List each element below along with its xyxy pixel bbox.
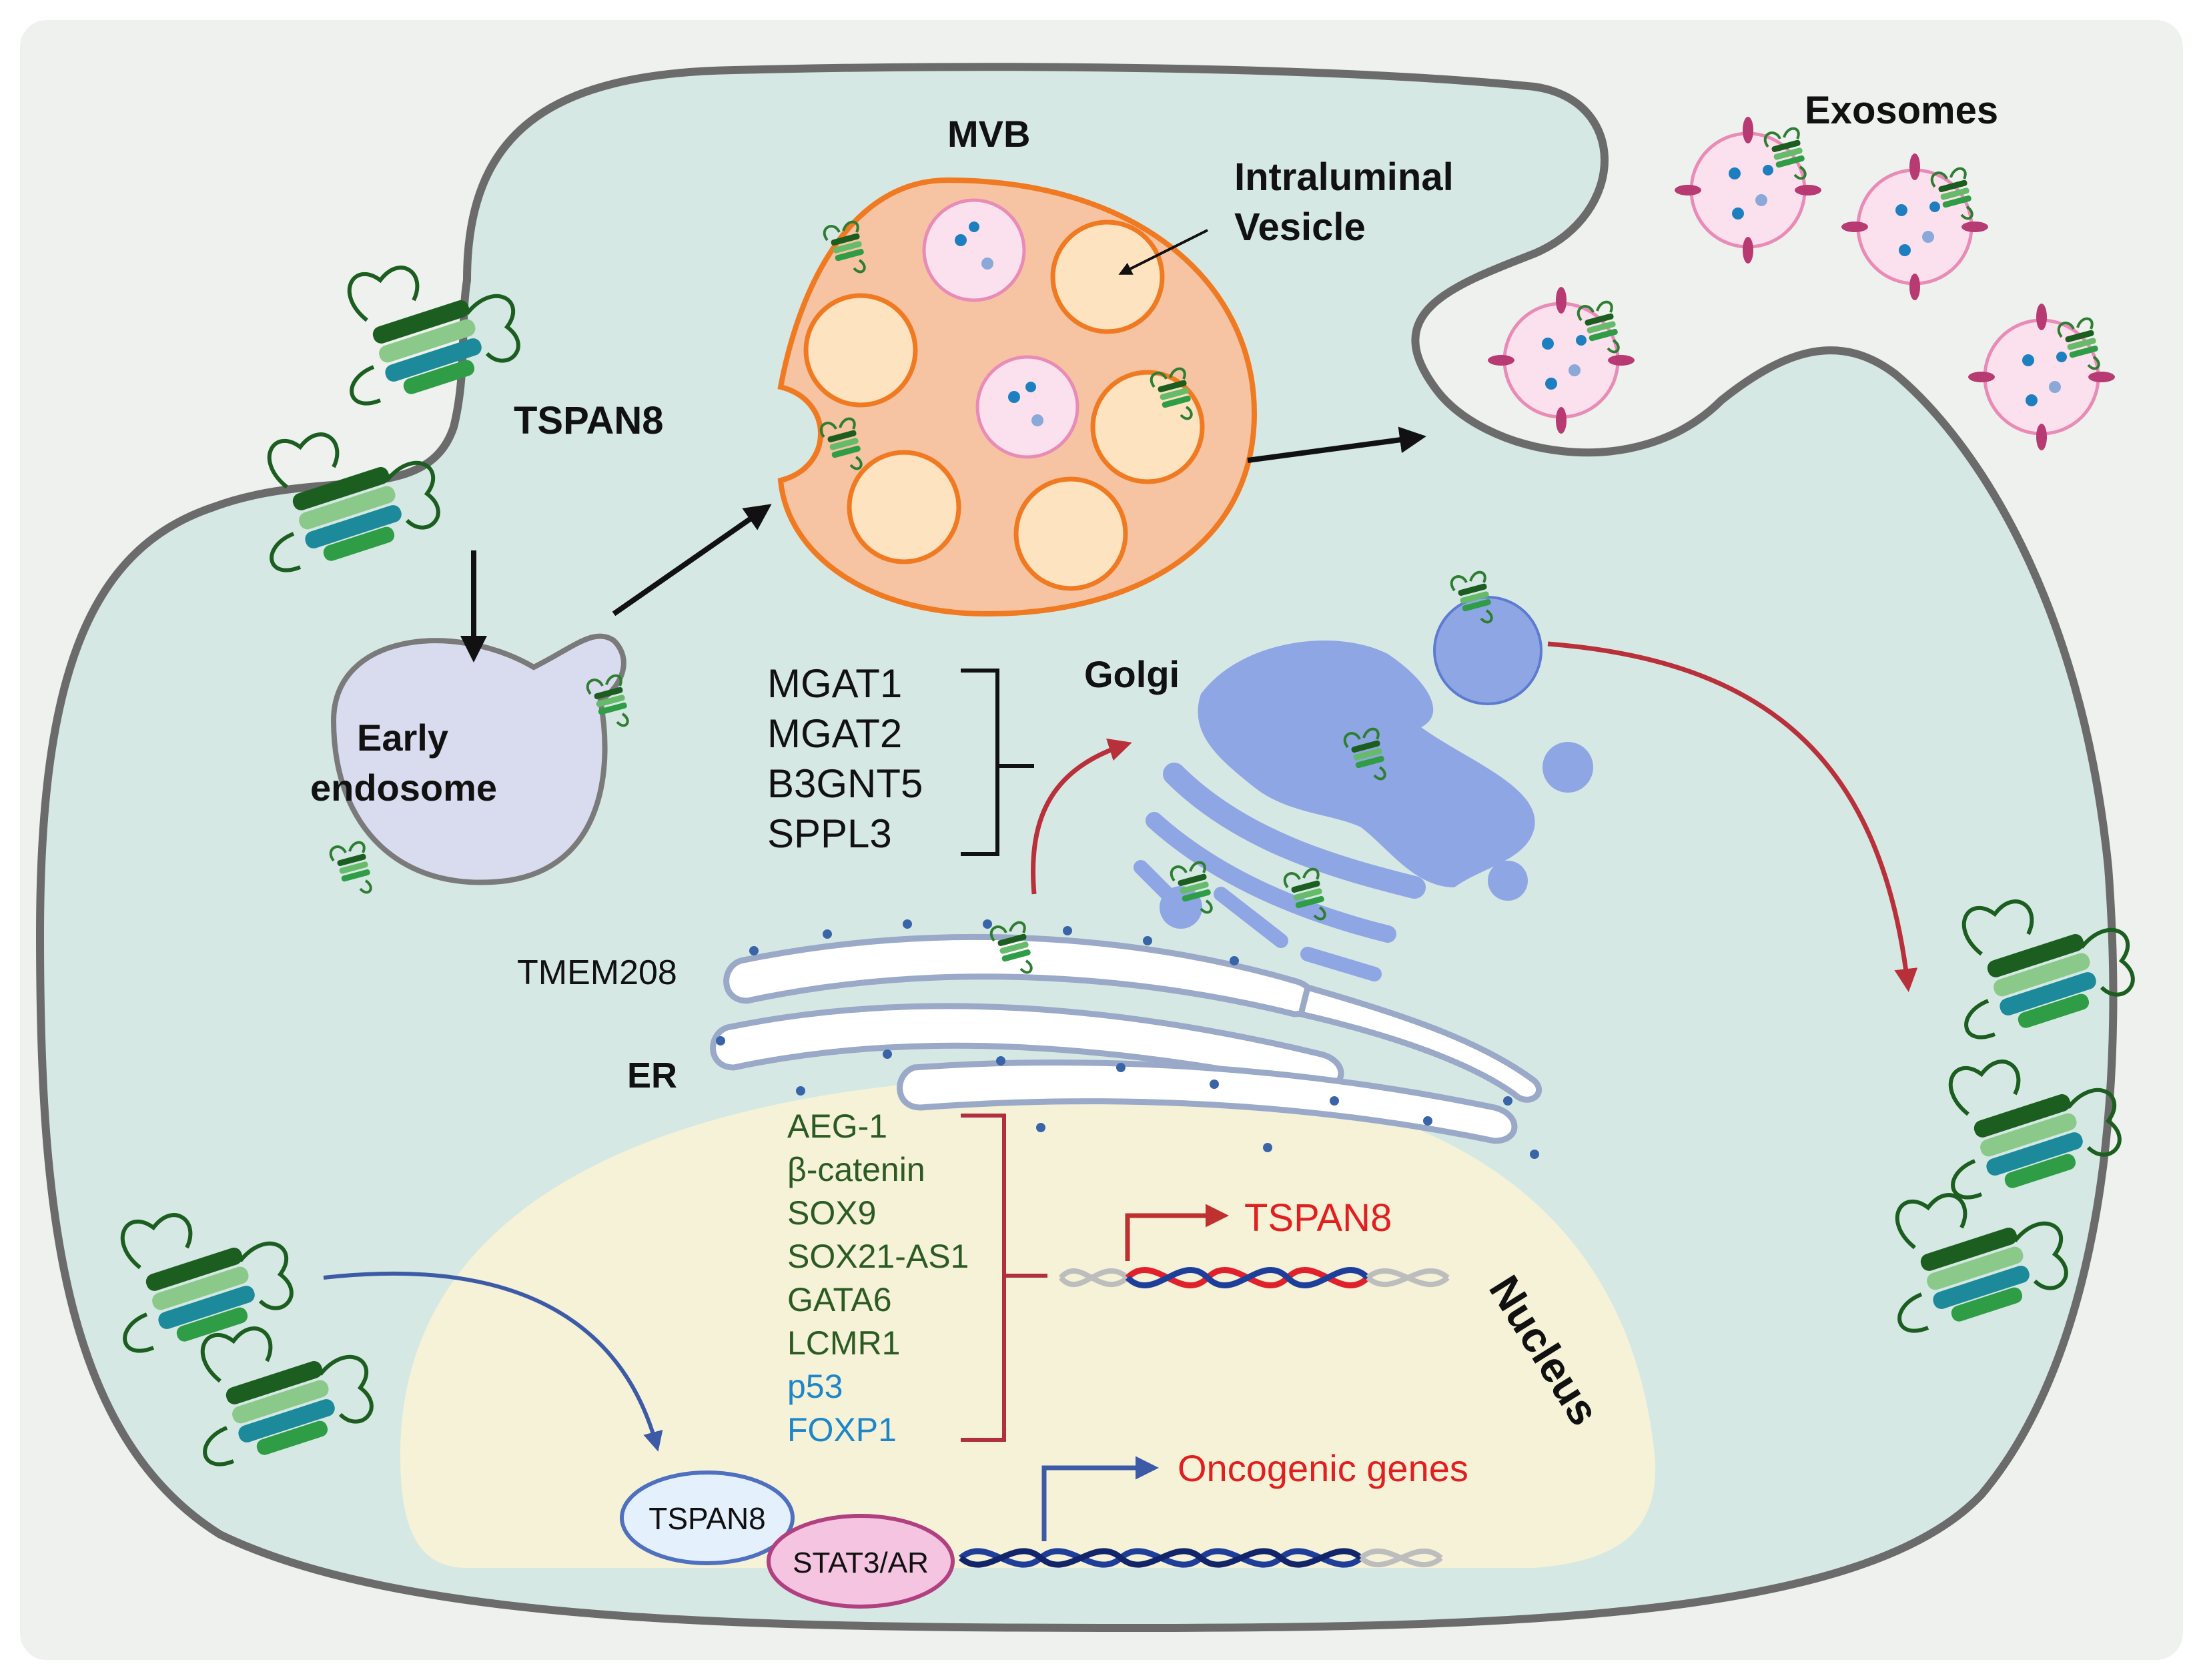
arrow-to-nuclear-tspan8 xyxy=(323,1271,663,1452)
endoplasmic-reticulum xyxy=(710,933,1542,1144)
intraluminal-vesicle xyxy=(803,293,918,408)
label-tspan8-nuclear: TSPAN8 xyxy=(648,1501,766,1536)
exosome xyxy=(1968,304,2115,450)
regulator-item: SOX9 xyxy=(787,1194,876,1232)
label-stat3-ar: STAT3/AR xyxy=(793,1547,929,1579)
er-ribosomes xyxy=(716,919,1539,1159)
glycosylation-list: MGAT1 MGAT2 B3GNT5 SPPL3 xyxy=(767,661,923,856)
regulator-list: AEG-1 β-catenin SOX9 SOX21-AS1 GATA6 LCM… xyxy=(787,1108,969,1448)
label-early-2: endosome xyxy=(310,767,497,809)
regulator-item: p53 xyxy=(787,1368,843,1405)
regulator-item: GATA6 xyxy=(787,1281,892,1318)
exosomes-group xyxy=(1488,117,2115,450)
exosome xyxy=(1488,287,1635,434)
tspan8-gene-dna xyxy=(1058,1204,1450,1289)
regulator-item: SOX21-AS1 xyxy=(787,1238,969,1275)
bracket-regulators xyxy=(961,1114,1047,1442)
glyco-item: B3GNT5 xyxy=(767,761,923,806)
glyco-item: MGAT1 xyxy=(767,661,902,706)
arrow-er-to-golgi xyxy=(1031,738,1132,895)
label-tspan8-membrane: TSPAN8 xyxy=(514,399,664,442)
golgi xyxy=(1134,570,1593,981)
label-early-1: Early xyxy=(357,717,448,759)
label-golgi: Golgi xyxy=(1084,653,1180,695)
exosome-in-mvb xyxy=(922,198,1026,302)
arrow-to-exosomes xyxy=(1247,426,1426,463)
label-tmem208: TMEM208 xyxy=(517,953,677,992)
regulator-item: AEG-1 xyxy=(787,1108,887,1145)
tspan8-nuclear-ellipse xyxy=(620,1471,795,1565)
regulator-item: FOXP1 xyxy=(787,1411,897,1448)
exosome-in-mvb xyxy=(975,355,1079,459)
label-intraluminal-2: Vesicle xyxy=(1234,205,1366,249)
early-endosome xyxy=(329,633,629,894)
stat3-ar-ellipse xyxy=(767,1514,955,1609)
arrow-golgi-to-membrane xyxy=(1547,641,1918,992)
intraluminal-vesicle xyxy=(1013,476,1128,591)
glyco-item: MGAT2 xyxy=(767,711,902,756)
glyco-item: SPPL3 xyxy=(767,811,892,856)
intraluminal-vesicle xyxy=(847,450,961,564)
arrow-to-mvb xyxy=(612,504,772,616)
label-exosomes: Exosomes xyxy=(1805,89,1998,132)
label-tspan8-gene: TSPAN8 xyxy=(1244,1196,1392,1240)
regulator-item: LCMR1 xyxy=(787,1324,900,1362)
exosome xyxy=(1675,117,1821,264)
pointer-intraluminal xyxy=(1118,229,1208,275)
label-oncogenic-genes: Oncogenic genes xyxy=(1178,1447,1468,1489)
label-er: ER xyxy=(627,1056,677,1096)
oncogenic-dna xyxy=(959,1456,1443,1568)
label-mvb: MVB xyxy=(947,113,1030,155)
mvb xyxy=(777,177,1258,617)
label-intraluminal-1: Intraluminal xyxy=(1234,155,1454,199)
nucleus xyxy=(400,1074,1655,1568)
exosome xyxy=(1841,153,1988,300)
intraluminal-vesicle xyxy=(1050,220,1165,334)
bracket-glycosylation xyxy=(961,669,1034,856)
regulator-item: β-catenin xyxy=(787,1151,925,1188)
